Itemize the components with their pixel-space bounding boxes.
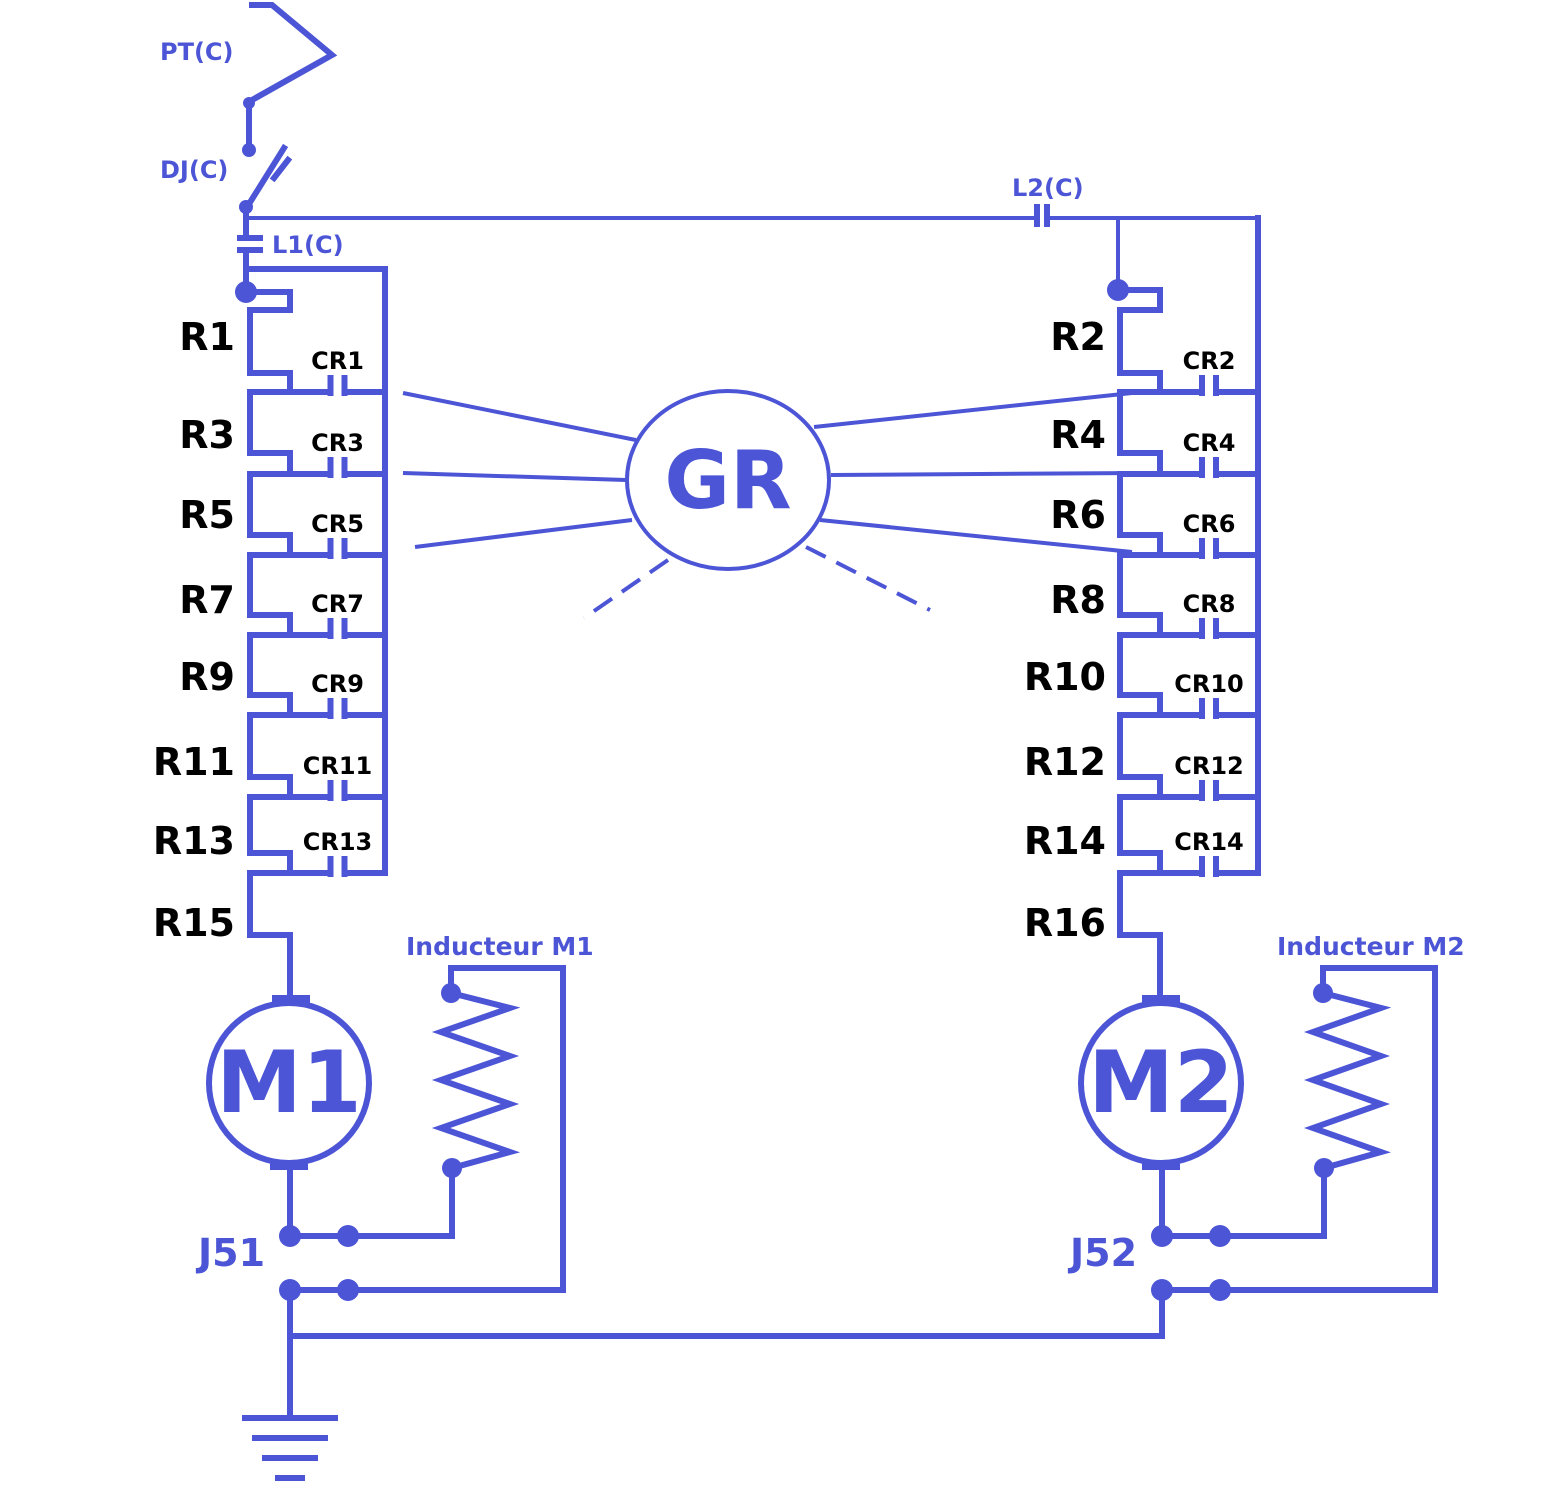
- left-contact-4: [287, 618, 388, 639]
- l1-label: L1(C): [272, 231, 344, 259]
- circuit-breaker-label: DJ(C): [160, 156, 228, 184]
- right-contact-3: [1157, 538, 1261, 559]
- left-resistor-label: R3: [179, 413, 235, 457]
- left-contact-6: [287, 780, 388, 801]
- ground-return: [287, 1287, 1165, 1421]
- left-resistor-label: R11: [153, 740, 235, 784]
- inductor-m2: [1151, 965, 1438, 1301]
- l2-label: L2(C): [1012, 174, 1084, 202]
- left-contact-2: [287, 457, 388, 478]
- left-contact-label: CR7: [311, 590, 364, 618]
- gr-label: GR: [664, 434, 791, 527]
- left-resistor-label: R9: [179, 655, 235, 699]
- left-contact-label: CR11: [303, 752, 373, 780]
- right-contact-label: CR2: [1183, 347, 1236, 375]
- right-contact-4: [1157, 618, 1261, 639]
- gr-relay: [402, 389, 1143, 620]
- right-contact-7: [1157, 856, 1261, 877]
- right-resistor-label: R8: [1050, 578, 1106, 622]
- right-resistor-label: R4: [1050, 413, 1106, 457]
- right-contact-label: CR6: [1183, 510, 1236, 538]
- left-resistor-label: R7: [179, 578, 235, 622]
- right-contact-5: [1157, 698, 1261, 719]
- right-resistor-label: R14: [1024, 819, 1106, 863]
- right-contact-label: CR10: [1174, 670, 1244, 698]
- left-contact-label: CR1: [311, 347, 364, 375]
- pantograph-label: PT(C): [160, 38, 234, 66]
- left-contact-label: CR13: [303, 828, 373, 856]
- left-contact-5: [287, 698, 388, 719]
- inductor-m1-label: Inducteur M1: [406, 932, 594, 961]
- left-contact-label: CR9: [311, 670, 364, 698]
- right-contact-1: [1157, 375, 1261, 396]
- junction-j52-label: J52: [1067, 1231, 1137, 1275]
- right-contact-label: CR8: [1183, 590, 1236, 618]
- right-contact-6: [1157, 780, 1261, 801]
- inductor-m1: [279, 965, 566, 1301]
- motor-m1-label: M1: [216, 1033, 361, 1133]
- right-resistor-label: R12: [1024, 740, 1106, 784]
- right-contact-label: CR14: [1174, 828, 1244, 856]
- right-resistor-label: R16: [1024, 901, 1106, 945]
- circuit-breaker: [239, 143, 293, 214]
- right-contact-label: CR4: [1183, 429, 1236, 457]
- left-contact-label: CR5: [311, 510, 364, 538]
- left-resistor-label: R1: [179, 315, 235, 359]
- right-resistor-label: R6: [1050, 493, 1106, 537]
- pantograph: [242, 2, 338, 157]
- right-chain: [1107, 215, 1261, 998]
- left-resistor-label: R15: [153, 901, 235, 945]
- inductor-m2-label: Inducteur M2: [1277, 932, 1465, 961]
- ground-icon: [242, 1415, 338, 1481]
- left-contact-7: [287, 856, 388, 877]
- motor-m2-label: M2: [1088, 1033, 1233, 1133]
- right-resistor-label: R2: [1050, 315, 1106, 359]
- right-contact-label: CR12: [1174, 752, 1244, 780]
- left-contact-3: [287, 538, 388, 559]
- left-resistor-label: R5: [179, 493, 235, 537]
- right-contact-2: [1157, 457, 1261, 478]
- left-resistor-label: R13: [153, 819, 235, 863]
- left-contact-1: [287, 375, 388, 396]
- left-chain: [235, 266, 388, 998]
- right-resistor-label: R10: [1024, 655, 1106, 699]
- junction-j51-label: J51: [195, 1231, 265, 1275]
- left-contact-label: CR3: [311, 429, 364, 457]
